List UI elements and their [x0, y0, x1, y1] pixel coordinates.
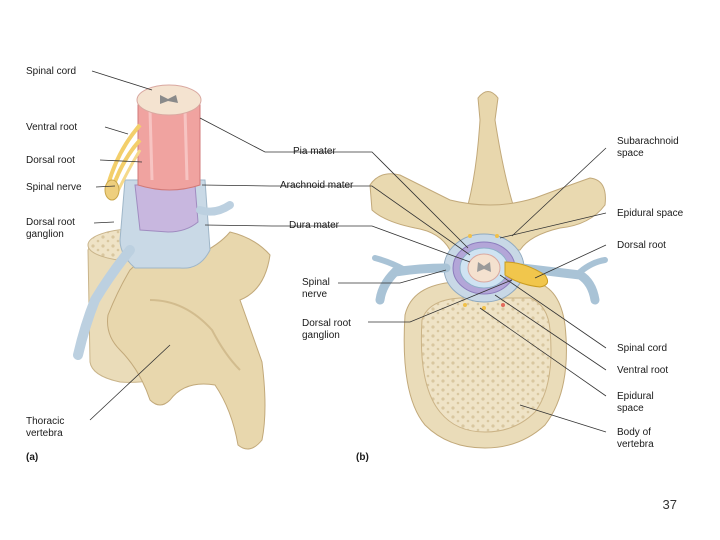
panel-label-b: (b): [356, 452, 369, 463]
label-thoracic-vertebra-line2: vertebra: [26, 428, 63, 439]
label-dorsal-root-ganglion-a-line2: ganglion: [26, 229, 64, 240]
label-spinal-nerve-center-line2: nerve: [302, 289, 328, 300]
nerve-roots-a: [104, 123, 142, 201]
vertebra-b: [369, 91, 606, 449]
label-spinal-cord-b: Spinal cord: [617, 343, 668, 354]
label-epidural-space-line2: space: [617, 403, 644, 414]
label-arachnoid-mater: Arachnoid mater: [280, 180, 354, 191]
label-dorsal-root-a: Dorsal root: [26, 155, 75, 166]
label-dorsal-root-ganglion-center-line1: Dorsal root: [302, 318, 351, 329]
label-dura-mater: Dura mater: [289, 220, 340, 231]
spinal-canal-b: [372, 233, 608, 310]
label-dorsal-root-ganglion-center-line2: ganglion: [302, 330, 340, 341]
panel-label-a: (a): [26, 452, 39, 463]
spinal-cord-a: [136, 84, 202, 191]
label-spinal-nerve-a: Spinal nerve: [26, 182, 82, 193]
label-dorsal-root-b: Dorsal root: [617, 240, 666, 251]
label-body-of-vertebra-line1: Body of: [617, 427, 651, 438]
label-subarachnoid-line2: space: [617, 148, 644, 159]
label-epidural-space-top: Epidural space: [617, 208, 684, 219]
leader-lines-a: [89, 70, 171, 421]
meninges-a: [73, 179, 234, 360]
leader-lines-b: [199, 117, 607, 433]
label-ventral-root-b: Ventral root: [617, 365, 669, 376]
label-epidural-space-line1: Epidural: [617, 391, 654, 402]
page-number: 37: [662, 497, 677, 512]
label-ventral-root-a: Ventral root: [26, 122, 78, 133]
label-thoracic-vertebra-line1: Thoracic: [26, 416, 65, 427]
label-dorsal-root-ganglion-a-line1: Dorsal root: [26, 217, 75, 228]
label-body-of-vertebra-line2: vertebra: [617, 439, 654, 450]
label-pia-mater: Pia mater: [293, 146, 336, 157]
label-subarachnoid-line1: Subarachnoid: [617, 136, 679, 147]
label-spinal-nerve-center-line1: Spinal: [302, 277, 330, 288]
label-spinal-cord-a: Spinal cord: [26, 66, 77, 77]
